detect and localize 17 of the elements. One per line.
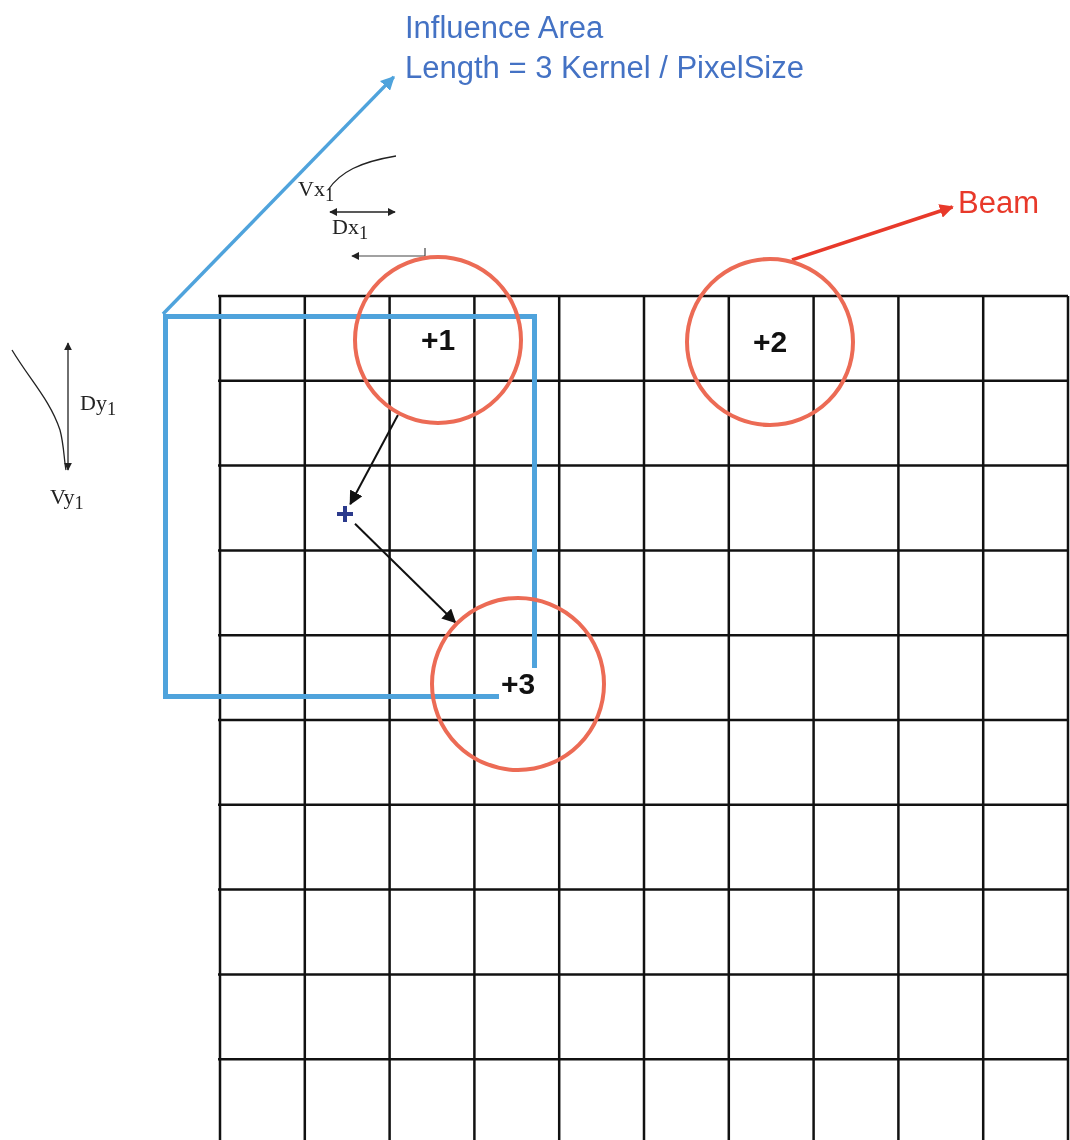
beam-circle (685, 257, 855, 427)
variable-label: Vx$_{1}$ (298, 178, 335, 205)
variable-label: Dy$_{1}$ (80, 392, 117, 419)
arrow (791, 204, 954, 262)
point-label: +3 (498, 668, 538, 700)
annotation-text: Beam (958, 184, 1040, 222)
arrow (161, 75, 396, 316)
variable-label: Vy$_{1}$ (50, 486, 84, 513)
influence-area-box (163, 314, 537, 699)
annotation-text: Length = 3 Kernel / PixelSize (405, 49, 805, 88)
beam-circle (353, 255, 523, 425)
cross-marker-icon (335, 504, 355, 524)
annotation-text: Influence Area (405, 9, 605, 47)
variable-label: Dx$_{1}$ (332, 216, 369, 243)
arrow (349, 413, 399, 506)
arrow (354, 522, 457, 624)
beam-circle (430, 596, 606, 772)
